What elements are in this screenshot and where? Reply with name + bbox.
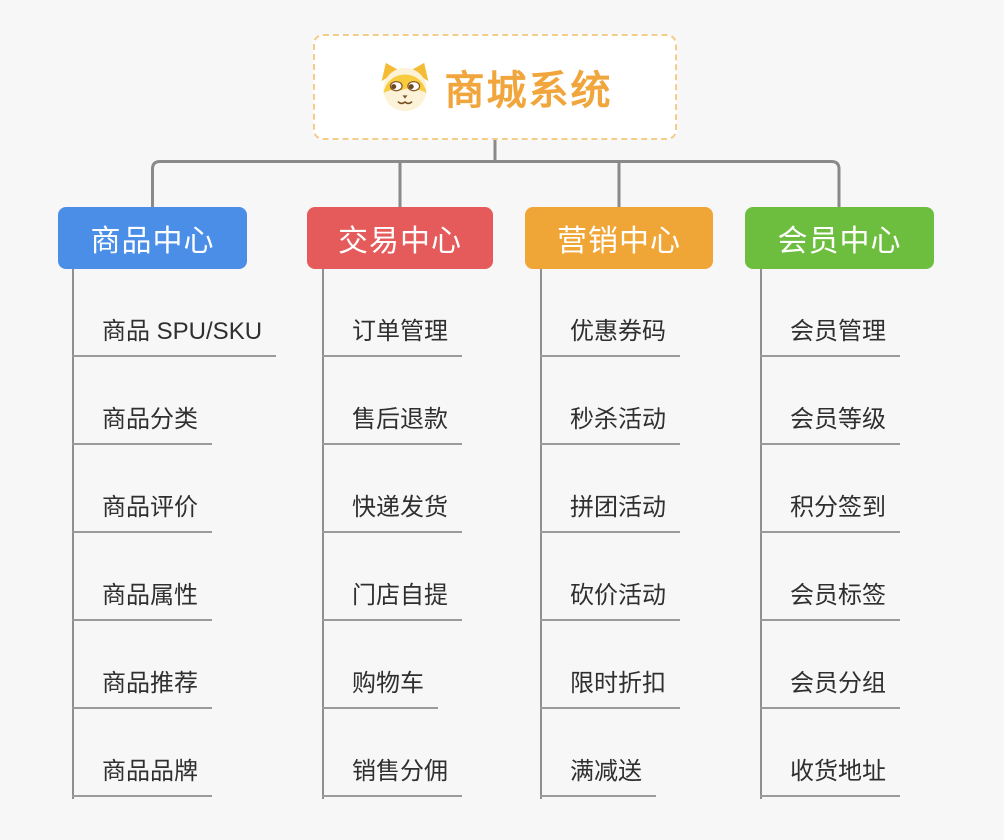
leaf-node-item[interactable]: 会员管理 — [760, 311, 900, 357]
leaf-node-item[interactable]: 门店自提 — [322, 575, 462, 621]
leaf-node-item[interactable]: 会员标签 — [760, 575, 900, 621]
branch-node-label: 会员中心 — [777, 225, 902, 258]
leaf-node-item[interactable]: 销售分佣 — [322, 751, 462, 797]
leaf-node-item[interactable]: 限时折扣 — [540, 663, 680, 709]
leaf-node-item[interactable]: 拼团活动 — [540, 487, 680, 533]
branch-trunk-line — [760, 269, 762, 799]
leaf-node-item[interactable]: 商品属性 — [72, 575, 212, 621]
leaf-node-item[interactable]: 购物车 — [322, 663, 438, 709]
leaf-node-item[interactable]: 商品 SPU/SKU — [72, 311, 277, 357]
leaf-node-item[interactable]: 商品分类 — [72, 399, 212, 445]
leaf-node-item[interactable]: 快递发货 — [322, 487, 462, 533]
leaf-node-item[interactable]: 秒杀活动 — [540, 399, 680, 445]
branch-node-label: 营销中心 — [557, 225, 681, 258]
leaf-node-item[interactable]: 售后退款 — [322, 399, 462, 445]
branch-trunk-line — [322, 269, 324, 799]
leaf-node-item[interactable]: 会员分组 — [760, 663, 900, 709]
leaf-node-item[interactable]: 商品评价 — [72, 487, 212, 533]
branch-trunk-line — [540, 269, 542, 799]
root-node-label: 商城系统 — [444, 69, 613, 113]
branch-node-member-center[interactable]: 会员中心 — [745, 207, 934, 269]
branch-items-product-center: 商品 SPU/SKU 商品分类 商品评价 商品属性 商品推荐 商品品牌 — [72, 269, 277, 797]
leaf-node-item[interactable]: 积分签到 — [760, 487, 900, 533]
branch-node-label: 商品中心 — [90, 225, 215, 258]
leaf-node-item[interactable]: 商品推荐 — [72, 663, 212, 709]
branch-node-marketing-center[interactable]: 营销中心 — [525, 207, 713, 269]
root-node-mall-system[interactable]: 商城系统 — [313, 34, 677, 140]
dog-icon — [381, 62, 428, 112]
leaf-node-item[interactable]: 砍价活动 — [540, 575, 680, 621]
branch-items-marketing-center: 优惠券码 秒杀活动 拼团活动 砍价活动 限时折扣 满减送 — [540, 269, 680, 797]
branch-node-trade-center[interactable]: 交易中心 — [307, 207, 493, 269]
leaf-node-item[interactable]: 订单管理 — [322, 311, 462, 357]
branch-items-member-center: 会员管理 会员等级 积分签到 会员标签 会员分组 收货地址 — [760, 269, 900, 797]
branch-items-trade-center: 订单管理 售后退款 快递发货 门店自提 购物车 销售分佣 — [322, 269, 462, 797]
leaf-node-item[interactable]: 优惠券码 — [540, 311, 680, 357]
leaf-node-item[interactable]: 会员等级 — [760, 399, 900, 445]
branch-node-label: 交易中心 — [338, 225, 462, 258]
leaf-node-item[interactable]: 商品品牌 — [72, 751, 212, 797]
leaf-node-item[interactable]: 满减送 — [540, 751, 656, 797]
branch-trunk-line — [72, 269, 74, 799]
branch-node-product-center[interactable]: 商品中心 — [58, 207, 247, 269]
leaf-node-item[interactable]: 收货地址 — [760, 751, 900, 797]
